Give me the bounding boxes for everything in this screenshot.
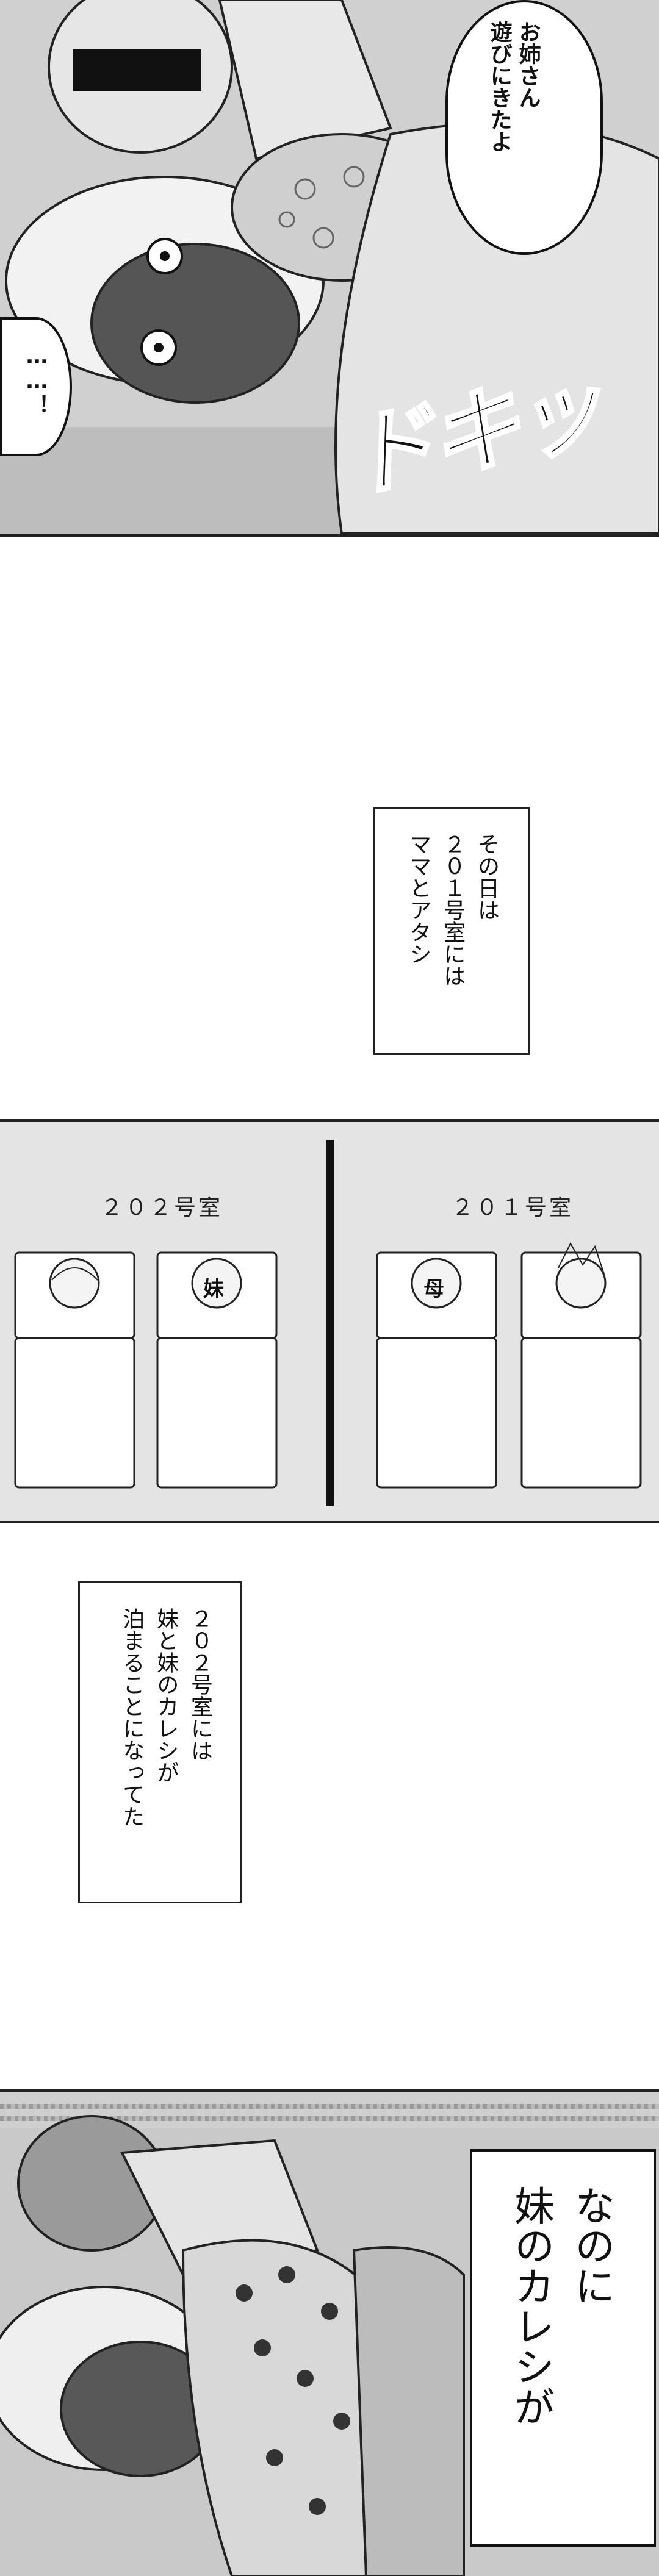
room-202-label: ２０２号室 [101,1195,223,1220]
eye-censor-bar [73,49,201,91]
speech-bubble-text: お姉さん 遊びにきたよ [486,21,541,152]
tatami-edge [0,2116,659,2121]
panel-5: なのに 妹のカレシが [0,2089,659,2576]
caption-3-text: なのに 妹のカレシが [508,2185,615,2427]
tatami-edge [0,2104,659,2109]
sister-badge: 妹 [203,1277,224,1301]
caption-box-1: その日は ２０１号室には ママとアタシ [373,807,530,1055]
speech-bubble: お姉さん 遊びにきたよ [445,0,603,255]
caption-2-text: ２０２号室には 妹と妹のカレシが 泊まることになってた [119,1608,212,1827]
room-201-label: ２０１号室 [452,1195,574,1220]
panel-1: お姉さん 遊びにきたよ ……！ ドキッ [0,0,659,537]
room-divider [326,1140,334,1506]
gasp-text: ……！ [24,344,49,416]
futon-diagram [14,1242,642,1489]
caption-box-2: ２０２号室には 妹と妹のカレシが 泊まることになってた [78,1581,242,1903]
caption-box-3: なのに 妹のカレシが [470,2149,656,2547]
caption-1-text: その日は ２０１号室には ママとアタシ [406,833,499,987]
gasp-bubble: ……！ [0,317,72,456]
room-layout-panel: ２０２号室 ２０１号室 妹 母 [0,1119,659,1523]
mother-badge: 母 [423,1277,444,1301]
